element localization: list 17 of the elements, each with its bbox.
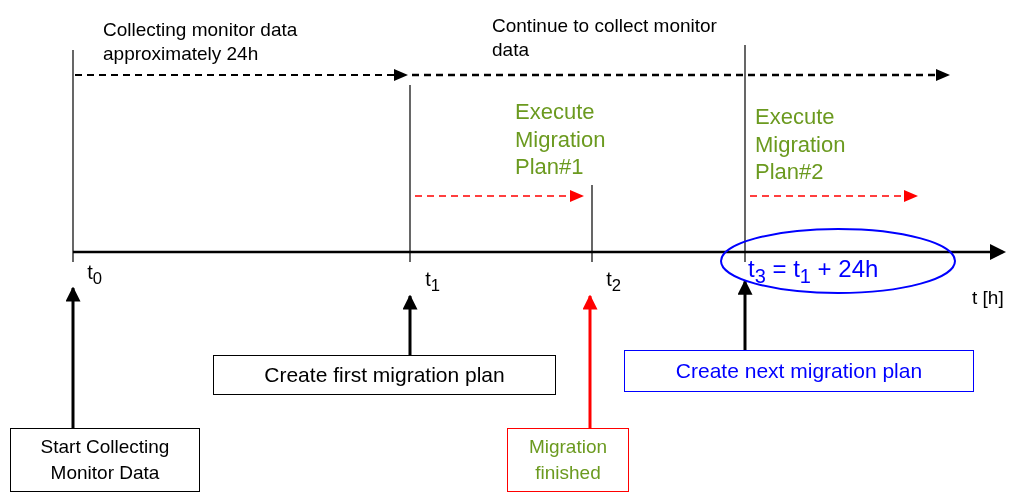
axis-label: t [h] — [972, 286, 1004, 310]
time-formula: t$_{3}$ = t$_{1}$ + 24h — [748, 256, 879, 287]
process-box: Create first migration plan — [213, 355, 556, 395]
arrow — [582, 294, 598, 428]
time-label: t$_{0}$ — [66, 262, 102, 288]
phase-text: Collecting monitor data approximately 24h — [103, 18, 299, 66]
arrow — [737, 279, 753, 350]
time-label: t$_{2}$ — [585, 268, 621, 296]
process-box: Start Collecting Monitor Data — [10, 428, 200, 492]
time-label: t$_{1}$ — [404, 268, 440, 296]
phase-text: Continue to collect monitor data — [492, 14, 718, 62]
status-box: Migration finished — [507, 428, 629, 492]
arrow — [65, 286, 81, 428]
step-text: Execute Migration Plan#1 — [515, 98, 607, 181]
step-text: Execute Migration Plan#2 — [755, 103, 847, 186]
arrow — [402, 294, 418, 355]
process-box: Create next migration plan — [624, 350, 974, 392]
